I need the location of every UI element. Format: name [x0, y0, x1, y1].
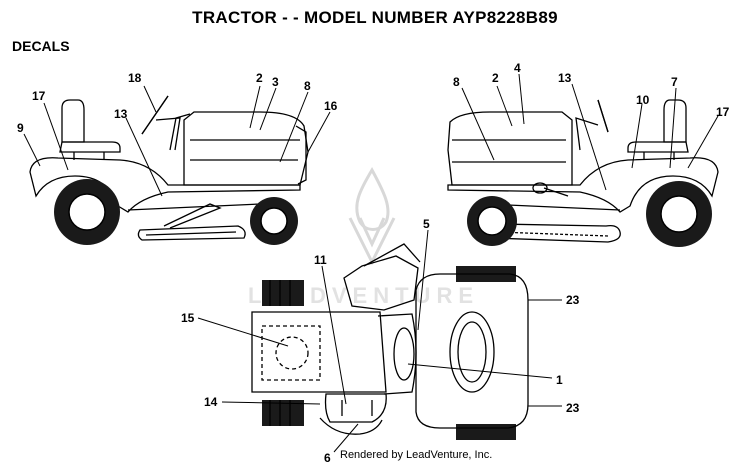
credit-text: Rendered by LeadVenture, Inc.	[340, 449, 493, 461]
leader-lines	[23, 73, 719, 453]
callout-right-10: 10	[636, 93, 650, 107]
callout-top-15: 15	[181, 311, 195, 325]
top-view-drawing	[251, 243, 529, 440]
watermark-logo	[348, 166, 396, 266]
right-tractor-drawing	[447, 99, 719, 247]
callout-top-23a: 23	[566, 293, 580, 307]
left-tractor-drawing	[29, 95, 309, 245]
callout-left-18: 18	[128, 71, 142, 85]
callout-labels: 18 17 9 13 2 3 8 16 8 2 4 13 10 7 17 5 1…	[17, 61, 730, 465]
callout-right-13: 13	[558, 71, 572, 85]
callout-left-17: 17	[32, 89, 46, 103]
callout-top-23b: 23	[566, 401, 580, 415]
callout-right-2: 2	[492, 71, 499, 85]
callout-top-6: 6	[324, 451, 331, 465]
callout-top-1: 1	[556, 373, 563, 387]
callout-left-9: 9	[17, 121, 24, 135]
callout-left-3: 3	[272, 75, 279, 89]
callout-right-8: 8	[453, 75, 460, 89]
callout-top-5: 5	[423, 217, 430, 231]
page-title: TRACTOR - - MODEL NUMBER AYP8228B89	[192, 8, 558, 27]
callout-left-8: 8	[304, 79, 311, 93]
callout-left-13: 13	[114, 107, 128, 121]
callout-left-2: 2	[256, 71, 263, 85]
callout-right-7: 7	[671, 75, 678, 89]
callout-right-17: 17	[716, 105, 730, 119]
callout-top-14: 14	[204, 395, 218, 409]
callout-right-4: 4	[514, 61, 521, 75]
section-heading: DECALS	[12, 38, 70, 54]
callout-top-11: 11	[314, 253, 327, 267]
callout-left-16: 16	[324, 99, 338, 113]
